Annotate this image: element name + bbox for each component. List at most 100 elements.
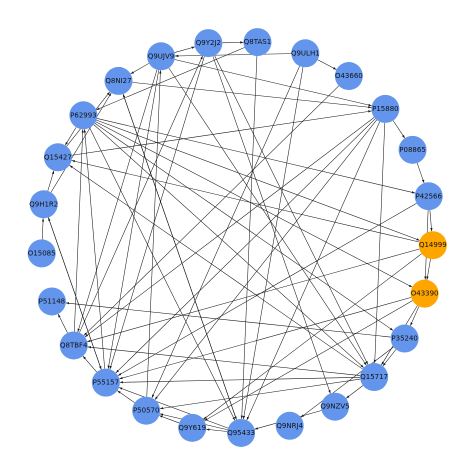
node-circle[interactable] — [178, 413, 207, 442]
node-circle[interactable] — [321, 392, 349, 421]
edge-Q9Y2J2-Q15717 — [214, 55, 369, 365]
edge-Q9ULH1-Q9UJV9 — [175, 53, 292, 58]
node-circle[interactable] — [227, 418, 256, 447]
node-circle[interactable] — [275, 411, 304, 440]
edge-Q9UJV9-P15880 — [174, 59, 372, 107]
edge-P50570-Q9UJV9 — [146, 70, 162, 397]
edge-Q95433-P55157 — [118, 387, 229, 429]
edge-Q9Y2J2-P55157 — [109, 56, 205, 370]
node-P50570[interactable]: P50570 — [132, 396, 161, 425]
node-circle[interactable] — [414, 182, 443, 211]
node-Q9NZV5[interactable]: Q9NZV5 — [320, 392, 350, 421]
node-circle[interactable] — [27, 239, 56, 268]
edge-Q8NI27-P15880 — [132, 82, 372, 109]
node-P15880[interactable]: P15880 — [371, 94, 400, 123]
edge-Q9H1R2-Q8NI27 — [50, 92, 112, 193]
node-circle[interactable] — [334, 62, 363, 91]
edge-P62993-Q15717 — [93, 124, 364, 368]
node-label: Q8TAS1 — [244, 38, 271, 46]
node-Q9Y2J2[interactable]: Q9Y2J2 — [194, 29, 223, 58]
edge-Q8NI27-Q95433 — [122, 94, 237, 420]
edge-O43390-Q9Y619 — [204, 300, 413, 422]
node-circle[interactable] — [410, 279, 439, 308]
edge-P62993-Q15427 — [64, 127, 77, 146]
edge-P55157-Q8TBF4 — [82, 355, 97, 373]
node-Q95433[interactable]: Q95433 — [227, 418, 256, 447]
node-circle[interactable] — [390, 324, 419, 353]
node-O43660[interactable]: O43660 — [334, 62, 363, 91]
edge-Q14999-O43390 — [426, 258, 431, 280]
edge-Q9ULH1-O43660 — [317, 59, 337, 70]
node-Q14999[interactable]: Q14999 — [418, 231, 447, 260]
edge-Q15717-Q9NZV5 — [345, 385, 364, 399]
node-label: Q15427 — [44, 153, 72, 161]
node-circle[interactable] — [91, 368, 120, 397]
edge-P62993-P35240 — [94, 123, 394, 331]
node-label: O43390 — [411, 290, 439, 298]
node-circle[interactable] — [37, 287, 66, 316]
node-Q9H1R2[interactable]: Q9H1R2 — [29, 190, 58, 219]
node-label: P35240 — [391, 335, 418, 343]
node-label: P08865 — [399, 146, 426, 154]
node-circle[interactable] — [360, 363, 389, 392]
edge-P15880-P50570 — [154, 119, 377, 400]
node-Q8TBF4[interactable]: Q8TBF4 — [59, 331, 88, 360]
edge-Q15717-Q15427 — [69, 165, 363, 370]
node-Q9NRJ4[interactable]: Q9NRJ4 — [275, 411, 304, 440]
node-circle[interactable] — [398, 135, 427, 164]
edge-P35240-Q9NRJ4 — [300, 346, 394, 418]
edge-O43390-P35240 — [410, 306, 420, 326]
edge-P35240-Q15717 — [382, 349, 397, 367]
node-circle[interactable] — [104, 66, 133, 95]
node-P55157[interactable]: P55157 — [91, 368, 120, 397]
node-P62993[interactable]: P62993 — [69, 101, 98, 130]
node-P35240[interactable]: P35240 — [390, 324, 419, 353]
node-label: Q9Y2J2 — [196, 39, 221, 47]
edge-P42566-Q14999 — [429, 210, 433, 232]
node-circle[interactable] — [243, 28, 272, 57]
edge-Q9UJV9-Q8TBF4 — [77, 69, 158, 333]
node-label: O43660 — [335, 72, 363, 80]
node-Q8TAS1[interactable]: Q8TAS1 — [243, 28, 272, 57]
node-circle[interactable] — [29, 190, 58, 219]
node-Q9Y619[interactable]: Q9Y619 — [178, 413, 207, 442]
edge-Q9UJV9-Q8NI27 — [130, 63, 150, 75]
edge-P15880-Q8TBF4 — [84, 117, 375, 338]
node-O43390[interactable]: O43390 — [410, 279, 439, 308]
edge-Q9UJV9-Q15717 — [168, 67, 367, 366]
node-circle[interactable] — [43, 143, 72, 172]
edge-Q14999-Q9Y619 — [203, 253, 422, 420]
edge-Q9ULH1-Q95433 — [242, 67, 304, 420]
node-O15085[interactable]: O15085 — [27, 239, 56, 268]
edge-Q15427-P15880 — [71, 110, 372, 156]
node-circle[interactable] — [291, 39, 320, 68]
node-circle[interactable] — [371, 94, 400, 123]
edge-P62993-Q14999 — [96, 119, 420, 241]
node-label: O15085 — [28, 249, 56, 257]
node-label: Q9UJV9 — [148, 52, 174, 60]
edge-Q9ULH1-P50570 — [151, 65, 300, 399]
node-circle[interactable] — [132, 396, 161, 425]
node-circle[interactable] — [69, 101, 98, 130]
node-circle[interactable] — [194, 29, 223, 58]
node-circle[interactable] — [147, 42, 176, 71]
node-label: P55157 — [93, 379, 120, 387]
node-P51148[interactable]: P51148 — [37, 287, 66, 316]
node-Q15427[interactable]: Q15427 — [43, 143, 72, 172]
node-P42566[interactable]: P42566 — [414, 182, 443, 211]
edge-Q8TBF4-Q9Y2J2 — [79, 55, 203, 333]
edge-Q9UJV9-P55157 — [107, 70, 159, 369]
node-Q15717[interactable]: Q15717 — [360, 363, 389, 392]
node-P08865[interactable]: P08865 — [398, 135, 427, 164]
node-circle[interactable] — [418, 231, 447, 260]
edge-Q95433-Q9Y619 — [206, 428, 228, 432]
node-circle[interactable] — [59, 331, 88, 360]
edge-Q9H1R2-P55157 — [48, 217, 102, 370]
node-label: P50570 — [133, 407, 160, 415]
edge-P42566-P55157 — [117, 203, 417, 376]
node-Q9UJV9[interactable]: Q9UJV9 — [147, 42, 176, 71]
node-Q9ULH1[interactable]: Q9ULH1 — [291, 39, 320, 68]
edge-P08865-P42566 — [416, 162, 425, 184]
node-Q8NI27[interactable]: Q8NI27 — [104, 66, 133, 95]
